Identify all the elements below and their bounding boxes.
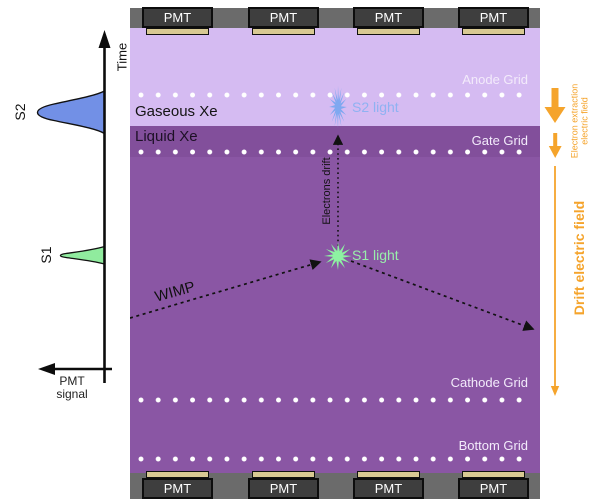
pmt-box: PMT xyxy=(353,478,424,499)
pmt-label: PMT xyxy=(479,481,508,496)
liquid-xe-label: Liquid Xe xyxy=(135,128,198,145)
pmt-module-top-2: PMT xyxy=(248,7,319,35)
pmt-window xyxy=(357,28,420,35)
pmt-label: PMT xyxy=(374,10,403,25)
pmt-window xyxy=(252,28,315,35)
pmt-window xyxy=(357,471,420,478)
pmt-module-bottom-4: PMT xyxy=(458,471,529,499)
extraction-arrow-big xyxy=(551,88,559,108)
pmt-window xyxy=(462,471,525,478)
pmt-module-bottom-2: PMT xyxy=(248,471,319,499)
gate-grid-dots xyxy=(138,149,532,155)
extraction-field-label-line2: electric field xyxy=(580,97,590,145)
pmt-label: PMT xyxy=(163,10,192,25)
gate-grid-label: Gate Grid xyxy=(471,133,528,148)
time-axis-label: Time xyxy=(114,42,130,72)
s2-light-label: S2 light xyxy=(352,99,399,115)
s1-pulse-shape xyxy=(59,245,106,265)
pmt-module-top-4: PMT xyxy=(458,7,529,35)
cathode-grid-dots xyxy=(138,397,532,403)
pmt-module-top-3: PMT xyxy=(353,7,424,35)
pmt-module-top-1: PMT xyxy=(142,7,213,35)
pmt-label: PMT xyxy=(269,481,298,496)
pmt-window xyxy=(252,471,315,478)
signal-axes-canvas xyxy=(36,30,112,383)
s2-pulse-shape xyxy=(36,89,106,135)
pmt-box: PMT xyxy=(142,7,213,28)
pmt-box: PMT xyxy=(353,7,424,28)
s2-peak-label: S2 xyxy=(12,103,28,121)
detector-chamber: PMT PMT PMT PMT PMT PMT PMT PMT Anode Gr… xyxy=(130,0,540,501)
pmt-label: PMT xyxy=(374,481,403,496)
pmt-module-bottom-1: PMT xyxy=(142,471,213,499)
pmt-window xyxy=(146,471,209,478)
pmt-box: PMT xyxy=(458,7,529,28)
pmt-box: PMT xyxy=(248,7,319,28)
pmt-window xyxy=(146,28,209,35)
pmt-label: PMT xyxy=(479,10,508,25)
cathode-grid-label: Cathode Grid xyxy=(450,375,528,390)
pmt-label: PMT xyxy=(269,10,298,25)
pmt-window xyxy=(462,28,525,35)
extraction-field-label-line1: Electron extraction xyxy=(569,83,580,159)
drift-field-label: Drift electric field xyxy=(571,200,587,316)
bottom-grid-label: Bottom Grid xyxy=(458,438,528,453)
extraction-field-label: Electron extraction electric field xyxy=(570,84,591,159)
anode-grid-dots xyxy=(138,92,532,98)
electrons-drift-label: Electrons drift xyxy=(321,157,333,225)
pmt-label: PMT xyxy=(163,481,192,496)
liquid-xe-region xyxy=(130,126,540,473)
pmt-box: PMT xyxy=(458,478,529,499)
gaseous-xe-label: Gaseous Xe xyxy=(135,103,218,120)
anode-grid-label: Anode Grid xyxy=(462,72,528,87)
extraction-arrow-big-head xyxy=(544,107,566,123)
s1-peak-label: S1 xyxy=(38,246,54,264)
pmt-signal-line2: signal xyxy=(56,386,88,401)
extraction-arrow-small xyxy=(553,133,558,147)
pmt-box: PMT xyxy=(248,478,319,499)
pmt-module-bottom-3: PMT xyxy=(353,471,424,499)
signal-axis-arrowhead xyxy=(38,363,55,375)
extraction-arrow-small-head xyxy=(548,146,562,158)
s1-light-label: S1 light xyxy=(352,247,399,263)
pmt-signal-line1: PMT xyxy=(59,374,85,388)
pmt-box: PMT xyxy=(142,478,213,499)
time-axis-arrowhead xyxy=(98,30,111,48)
top-support-bar xyxy=(130,8,540,28)
drift-field-arrow-head xyxy=(550,386,560,396)
pmt-signal-axis-label: PMT signal xyxy=(44,375,100,401)
bottom-grid-dots xyxy=(138,456,532,462)
